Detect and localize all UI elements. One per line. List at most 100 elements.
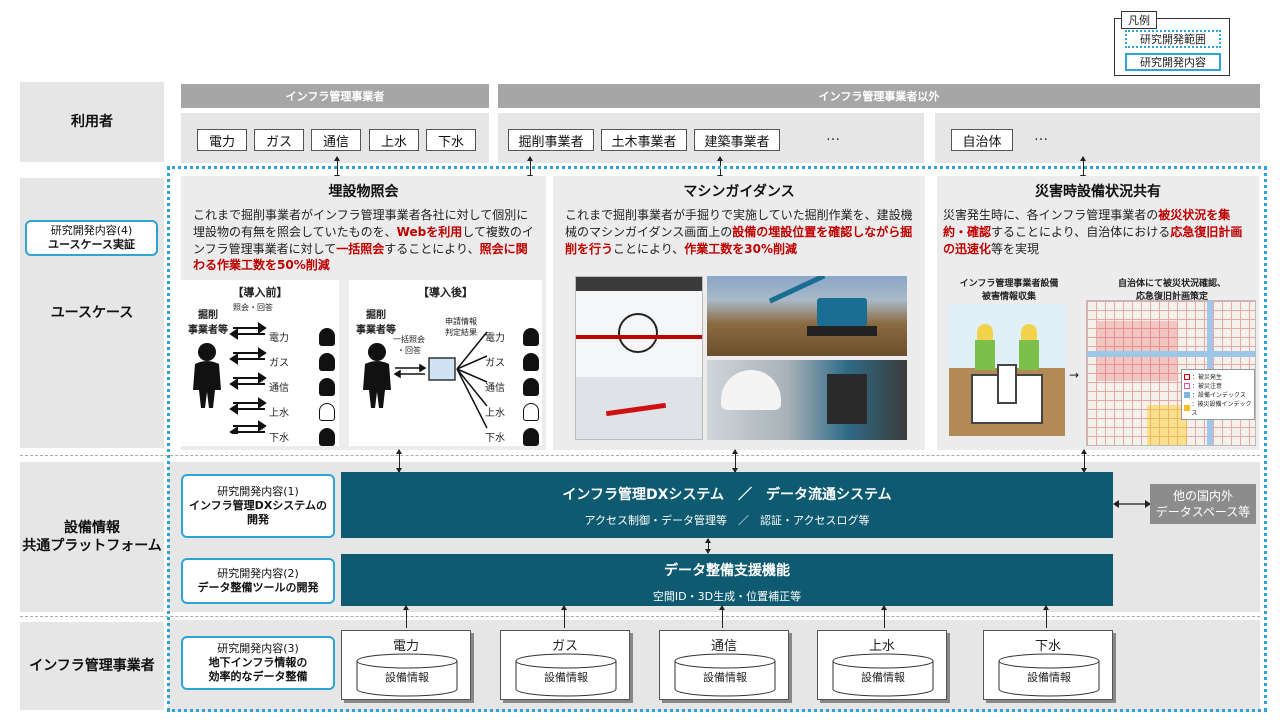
panel1-after-utility: 下水 — [485, 424, 539, 449]
infra-header: インフラ管理事業者 — [181, 84, 489, 108]
row-label-users: 利用者 — [20, 82, 164, 162]
panel1-before-excavator-label: 掘削 事業者等 — [188, 310, 228, 336]
db-label: ガス — [551, 639, 578, 654]
panel2-text: これまで掘削事業者が手掘りで実施していた掘削作業を、建設機械のマシンガイダンス画… — [553, 201, 925, 257]
panel1-after-apply-label: 申請情報 判定結果 — [445, 317, 477, 337]
operator-photo — [707, 360, 907, 440]
map-legend-item: ：被災発生 — [1192, 374, 1223, 381]
external-line2: データスペース等 — [1155, 505, 1251, 519]
worker-icon — [523, 352, 539, 371]
rd3-box: 研究開発内容(3) 地下インフラ情報の 効率的なデータ整備 — [181, 636, 335, 690]
rd4-line1: 研究開発内容(4) — [50, 223, 133, 237]
panel1-before-utility: 電力 — [269, 324, 335, 349]
arrow-right-icon: → — [1069, 368, 1080, 382]
db-group-power: 電力 設備情報 — [341, 630, 471, 700]
row-label-platform-1: 設備情報 — [64, 519, 120, 536]
db-label: 下水 — [1034, 639, 1061, 654]
panel1-after-bulk-label: 一括照会 ・回答 — [393, 335, 425, 355]
user-ellipsis-1: … — [826, 128, 840, 144]
panel1-before-utility: ガス — [269, 349, 335, 374]
usecase-panel-2: マシンガイダンス これまで掘削事業者が手掘りで実施していた掘削作業を、建設機械の… — [553, 176, 925, 450]
panel2-text-a: これまで掘削事業者が手掘りで実施していた掘削作業を、建設機械のマシンガイダンス画… — [565, 208, 913, 239]
panel3-text-a: 災害発生時に、各インフラ管理事業者の — [943, 208, 1159, 222]
worker-icon — [319, 427, 335, 446]
worker-icon — [523, 377, 539, 396]
db-label: 通信 — [710, 639, 737, 654]
db-text: 設備情報 — [703, 671, 747, 684]
legend-content: 研究開発内容 — [1125, 53, 1221, 71]
panel2-text-red1: 設備の埋設位置を確認しながら掘削を行う — [565, 224, 913, 256]
rd4-line2: ユースケース実証 — [48, 238, 135, 251]
legend-title: 凡例 — [1121, 11, 1157, 29]
arrow-infra-up-5 — [1043, 605, 1049, 628]
rd4-box: 研究開発内容(4) ユースケース実証 — [25, 220, 158, 256]
rd1-line2: インフラ管理DXシステムの — [189, 498, 327, 512]
database-icon — [356, 653, 458, 697]
db-label: 電力 — [392, 639, 419, 654]
panel3-text-b: することにより、自治体における — [991, 224, 1171, 239]
data-support-box: データ整備支援機能 空間ID・3D生成・位置補正等 — [341, 554, 1113, 606]
arrow-infra-up-3 — [719, 605, 725, 628]
panel2-text-red2: 作業工数を30%削減 — [684, 241, 798, 256]
worker-icon — [319, 352, 335, 371]
excavator-photo — [707, 276, 907, 356]
db-text: 設備情報 — [385, 671, 429, 684]
rd2-line2: データ整備ツールの開発 — [197, 581, 319, 594]
user-chip-gas: ガス — [254, 129, 304, 151]
rd1-box: 研究開発内容(1) インフラ管理DXシステムの 開発 — [181, 474, 335, 538]
legend: 凡例 研究開発範囲 研究開発内容 — [1114, 11, 1230, 76]
worker-icon — [523, 427, 539, 446]
usecase-panel-3: 災害時設備状況共有 災害発生時に、各インフラ管理事業者の被災状況を集約・確認する… — [937, 176, 1259, 450]
database-icon — [998, 653, 1100, 697]
arrow-infra-up-4 — [881, 605, 887, 628]
panel1-after-utility-list: 電力 ガス 通信 上水 下水 — [485, 324, 539, 449]
db-label: 上水 — [868, 639, 895, 654]
panel3-text-red2: 応急復旧計画の迅速化 — [943, 224, 1243, 256]
rd3-line3: 効率的なデータ整備 — [208, 670, 308, 684]
user-chip-civil: 土木事業者 — [601, 129, 687, 151]
panel1-before-arrows — [229, 322, 267, 434]
rd3-line2: 地下インフラ情報の — [208, 655, 308, 669]
db-text: 設備情報 — [1027, 671, 1071, 684]
panel1-before-utility-list: 電力 ガス 通信 上水 下水 — [269, 324, 335, 449]
worker-icon — [319, 377, 335, 396]
panel1-before-utility: 下水 — [269, 424, 335, 449]
db-group-telecom: 通信 設備情報 — [659, 630, 789, 700]
arrow-panel3-platform — [1081, 449, 1087, 473]
db-group-water: 上水 設備情報 — [817, 630, 947, 700]
panel3-sub1: インフラ管理事業者設備 被害情報収集 — [959, 279, 1059, 302]
damage-collection-illustration — [949, 304, 1065, 436]
row-label-infra: インフラ管理事業者 — [20, 622, 164, 710]
panel1-title: 埋設物照会 — [328, 184, 399, 200]
external-line1: 他の国内外 — [1172, 488, 1233, 503]
row-label-platform: 設備情報 共通プラットフォーム — [20, 462, 164, 612]
rd1-line1: 研究開発内容(1) — [217, 484, 299, 498]
non-infra-header: インフラ管理事業者以外 — [498, 84, 1260, 108]
panel1-before-utility: 上水 — [269, 399, 335, 424]
panel3-text-red1: 被災状況を集約・確認 — [943, 208, 1231, 239]
panel3-text: 災害発生時に、各インフラ管理事業者の被災状況を集約・確認することにより、自治体に… — [937, 201, 1259, 257]
worker-icon — [319, 402, 335, 421]
panel3-sub2: 自治体にて被災状況確認、 応急復旧計画策定 — [1117, 279, 1226, 302]
disaster-map: ：被災発生 ：被災注意 ：設備インデックス ：被災設備インデックス — [1086, 300, 1256, 446]
panel1-after-excavator-label: 掘削 事業者等 — [356, 310, 396, 336]
dx-system-sub: アクセス制御・データ管理等 ／ 認証・アクセスログ等 — [584, 514, 870, 527]
database-icon — [515, 653, 617, 697]
arrow-panel1-platform — [396, 449, 402, 473]
panel1-before-utility: 通信 — [269, 374, 335, 399]
separator-1 — [20, 455, 1260, 456]
panel1-text-c: することにより、 — [384, 241, 480, 256]
arrow-dx-support — [705, 538, 711, 554]
map-legend-item: ：設備インデックス — [1192, 392, 1246, 399]
rd2-line1: 研究開発内容(2) — [217, 566, 299, 580]
panel1-before-illustration: 【導入前】 掘削 事業者等 照会・回答 電力 ガス 通信 — [181, 280, 339, 446]
arrow-infra-up-1 — [403, 605, 409, 628]
rd1-line3: 開発 — [247, 513, 269, 527]
user-ellipsis-2: … — [1034, 128, 1048, 144]
db-text: 設備情報 — [861, 671, 905, 684]
separator-2 — [20, 616, 1260, 617]
panel1-before-title: 【導入前】 — [232, 286, 288, 299]
db-group-gas: ガス 設備情報 — [500, 630, 630, 700]
data-support-sub: 空間ID・3D生成・位置補正等 — [652, 590, 802, 603]
rd3-line1: 研究開発内容(3) — [217, 641, 299, 655]
